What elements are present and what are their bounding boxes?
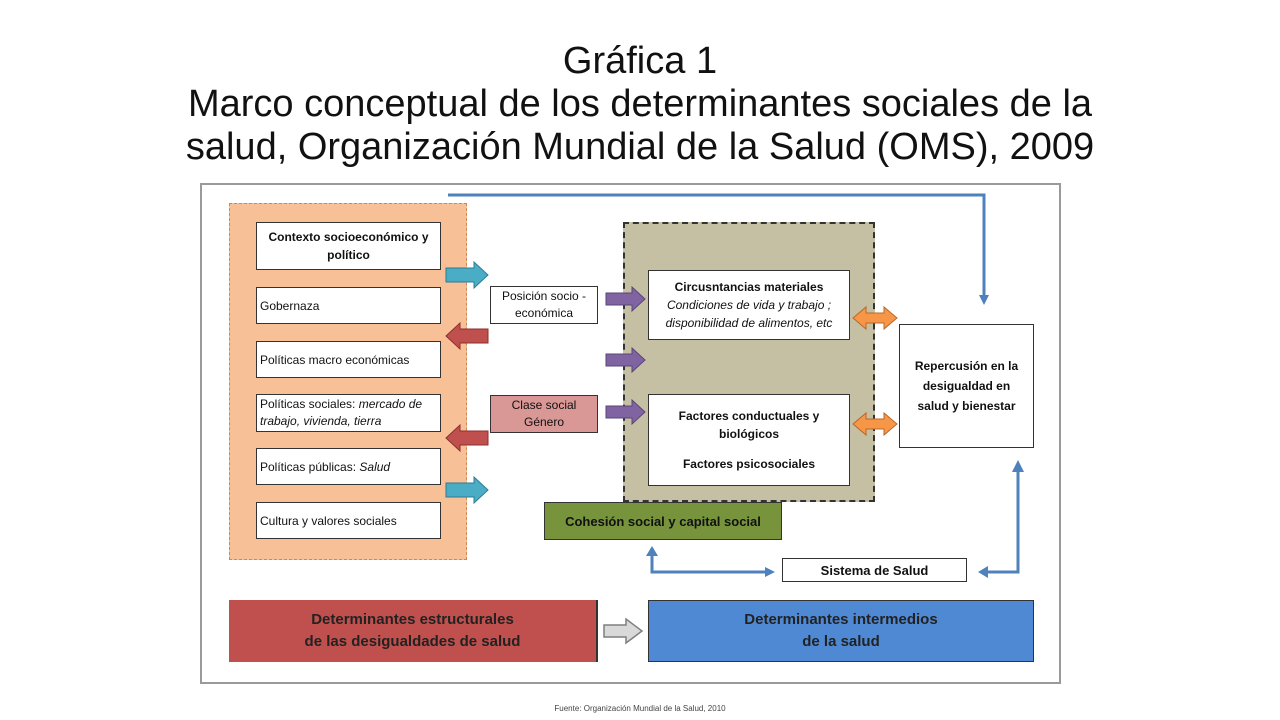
context-line-1: Contexto socioeconómico y [268, 230, 429, 244]
health-system-label: Sistema de Salud [820, 562, 929, 578]
page-title: Gráfica 1 Marco conceptual de los determ… [0, 40, 1280, 169]
social-cohesion-label: Cohesión social y capital social [565, 513, 761, 529]
health-system-box: Sistema de Salud [782, 558, 967, 582]
intermediate-determinants-line-2: de la salud [802, 633, 880, 650]
position-line-2: económica [514, 306, 574, 320]
orange-double-arrow-bottom [852, 411, 898, 437]
socioeconomic-position-box: Posición socio - económica [490, 286, 598, 324]
public-policies-italic: Salud [359, 459, 391, 474]
cyan-arrow-bottom [445, 475, 489, 505]
social-policies-label: Políticas sociales: [260, 397, 359, 411]
health-impact-arrow [978, 460, 1024, 578]
title-line-1: Gráfica 1 [562, 40, 718, 82]
macro-policies-label: Políticas macro económicas [260, 352, 410, 367]
material-line-1: Condiciones de vida y trabajo ; [666, 298, 832, 312]
structural-determinants-line-1: Determinantes estructurales [311, 611, 514, 628]
title-line-2: Marco conceptual de los determinantes so… [187, 83, 1093, 125]
material-circumstances-box: Circusntancias materiales Condiciones de… [648, 270, 850, 340]
position-line-1: Posición socio - [501, 289, 587, 303]
material-line-2: disponibilidad de alimentos, etc [665, 316, 833, 330]
behavioral-factors-box: Factores conductuales y biológicos Facto… [648, 394, 850, 486]
governance-label: Gobernaza [260, 298, 320, 313]
material-title: Circusntancias materiales [674, 280, 824, 294]
context-box: Contexto socioeconómico y político [256, 222, 441, 270]
impact-line-2: desigualdad en [922, 379, 1011, 393]
source-note: Fuente: Organización Mundial de la Salud… [554, 704, 726, 713]
purple-arrow-3 [605, 398, 646, 426]
orange-double-arrow-top [852, 305, 898, 331]
cohesion-health-arrow [646, 546, 775, 577]
context-line-2: político [327, 248, 370, 262]
behavioral-line-1: Factores conductuales y [678, 409, 820, 423]
macro-policies-box: Políticas macro económicas [256, 341, 441, 378]
intermediate-determinants-line-1: Determinantes intermedios [744, 611, 938, 628]
public-policies-label: Políticas públicas: [260, 459, 357, 474]
governance-box: Gobernaza [256, 287, 441, 324]
purple-arrow-2 [605, 346, 646, 374]
gray-arrow [603, 617, 644, 645]
structural-determinants-line-2: de las desigualdades de salud [304, 633, 521, 650]
social-policies-italic-2: trabajo, vivienda, tierra [260, 414, 382, 428]
impact-line-3: salud y bienestar [917, 399, 1016, 413]
cyan-arrow-top [445, 260, 489, 290]
structural-determinants-bar: Determinantes estructurales de las desig… [229, 600, 598, 662]
culture-label: Cultura y valores sociales [260, 513, 397, 528]
social-class-box: Clase social Género [490, 395, 598, 433]
red-arrow-bottom [445, 423, 489, 453]
social-policies-box: Políticas sociales: mercado de trabajo, … [256, 394, 441, 432]
impact-line-1: Repercusión en la [914, 359, 1019, 373]
behavioral-line-2: biológicos [719, 427, 779, 441]
class-line-2: Género [523, 415, 565, 429]
class-line-1: Clase social [511, 398, 577, 412]
social-cohesion-box: Cohesión social y capital social [544, 502, 782, 540]
red-arrow-top [445, 321, 489, 351]
behavioral-line-3: Factores psicosociales [682, 457, 816, 471]
impact-box: Repercusión en la desigualdad en salud y… [899, 324, 1034, 448]
feedback-arrow [448, 193, 989, 305]
purple-arrow-1 [605, 285, 646, 313]
title-line-3: salud, Organización Mundial de la Salud … [185, 126, 1095, 168]
social-policies-italic-1: mercado de [358, 397, 423, 411]
culture-box: Cultura y valores sociales [256, 502, 441, 539]
public-policies-box: Políticas públicas: Salud [256, 448, 441, 485]
intermediate-determinants-bar: Determinantes intermedios de la salud [648, 600, 1034, 662]
